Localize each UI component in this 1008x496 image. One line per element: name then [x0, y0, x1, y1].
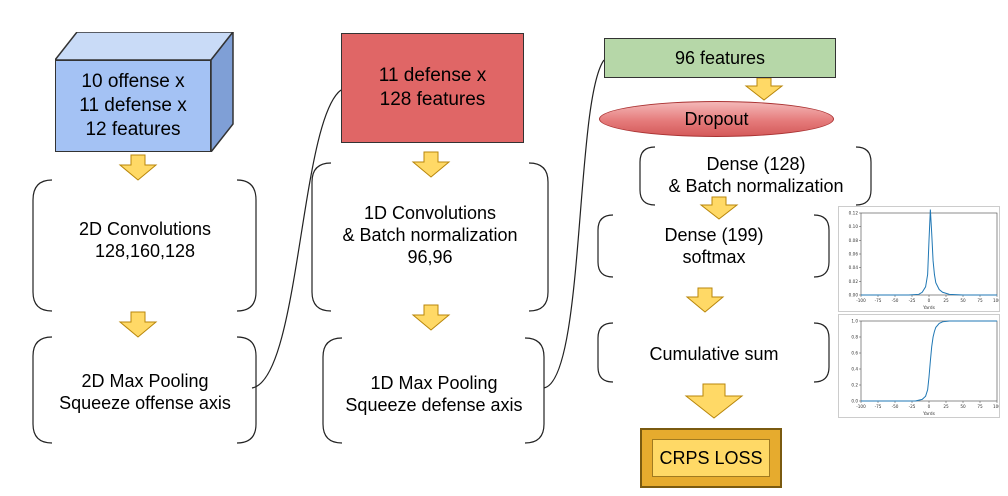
- y-tick-label: 1.0: [851, 319, 858, 324]
- maxpool2d-label: 2D Max Pooling Squeeze offense axis: [59, 371, 231, 413]
- group-dense128-brackets: [639, 146, 872, 206]
- x-tick-label: -50: [892, 298, 899, 303]
- x-tick-label: 50: [960, 298, 966, 303]
- group-cumsum-brackets: [597, 322, 830, 383]
- y-tick-label: 0.08: [849, 238, 859, 243]
- arrow-down-icon: [118, 154, 158, 181]
- y-tick-label: 0.02: [849, 279, 859, 284]
- dense199-label: Dense (199) softmax: [664, 225, 764, 267]
- x-tick-label: -100: [856, 404, 866, 409]
- x-tick-label: -75: [875, 298, 882, 303]
- x-tick-label: -25: [909, 404, 916, 409]
- input-cube-label: 10 offense x 11 defense x 12 features: [55, 60, 211, 152]
- maxpool1d-label: 1D Max Pooling Squeeze defense axis: [345, 373, 523, 415]
- arrow-down-icon: [118, 311, 158, 338]
- arrow-down-icon: [744, 77, 784, 101]
- dropout-label: Dropout: [684, 109, 749, 129]
- dense128-label: Dense (128) & Batch normalization: [668, 154, 844, 196]
- series-line: [861, 209, 997, 296]
- input-line-2: 11 defense x: [79, 95, 187, 116]
- input-line-3: 12 features: [85, 119, 181, 140]
- softmax-pdf-plot: -100 -75 -50 -25 0 25 50 75 100 0.00 0.02 0.04 0.06 0…: [838, 206, 1000, 312]
- x-tick-label: -75: [875, 404, 882, 409]
- x-tick-label: 50: [960, 404, 966, 409]
- x-tick-label: 0: [928, 404, 931, 409]
- x-tick-label: -25: [909, 298, 916, 303]
- cumsum-label: Cumulative sum: [649, 344, 779, 364]
- y-tick-label: 0.4: [851, 367, 858, 372]
- x-axis-label: Yards: [922, 411, 936, 417]
- y-tick-label: 0.0: [851, 399, 858, 404]
- arrow-down-icon: [685, 287, 725, 313]
- y-tick-label: 0.04: [849, 265, 859, 270]
- group-2d-conv-brackets: [32, 179, 257, 312]
- x-tick-label: 100: [993, 298, 1000, 303]
- x-tick-label: -50: [892, 404, 899, 409]
- group-1d-conv-brackets: [311, 162, 549, 312]
- x-axis-label: Yards: [922, 305, 936, 311]
- connector-col2-col3: [543, 59, 605, 389]
- y-tick-label: 0.12: [849, 211, 859, 216]
- x-tick-label: -100: [856, 298, 866, 303]
- dropout-pill: [599, 101, 834, 137]
- group-dense199-brackets: [597, 214, 830, 278]
- arrow-down-icon: [411, 151, 451, 178]
- conv2d-label: 2D Convolutions 128,160,128: [78, 219, 212, 261]
- crps-loss-box: [640, 428, 782, 488]
- plot-frame: [860, 320, 998, 402]
- input-cube-front: [55, 60, 211, 152]
- x-tick-label: 75: [977, 404, 983, 409]
- features-96-label: 96 features: [674, 48, 766, 68]
- defense-features-label: 11 defense x 128 features: [378, 65, 487, 110]
- crps-loss-label: CRPS LOSS: [659, 448, 763, 468]
- x-tick-label: 25: [943, 404, 949, 409]
- y-tick-label: 0.06: [849, 252, 859, 257]
- y-tick-label: 0.2: [851, 383, 858, 388]
- arrow-down-icon: [411, 304, 451, 331]
- x-tick-label: 100: [993, 404, 1000, 409]
- y-tick-label: 0.6: [851, 351, 858, 356]
- y-tick-label: 0.10: [849, 224, 859, 229]
- plot-frame: [860, 212, 998, 296]
- defense-features-box: [341, 33, 524, 143]
- group-1d-pool-brackets: [322, 337, 545, 444]
- arrow-down-icon: [684, 383, 744, 419]
- y-tick-label: 0.00: [849, 293, 859, 298]
- x-tick-label: 0: [928, 298, 931, 303]
- x-tick-label: 75: [977, 298, 983, 303]
- group-2d-pool-brackets: [32, 336, 257, 444]
- input-line-1: 10 offense x: [81, 71, 185, 92]
- crps-loss-inner: [652, 439, 770, 477]
- series-line: [861, 320, 997, 402]
- connector-col1-col2: [251, 89, 342, 389]
- y-tick-label: 0.8: [851, 335, 858, 340]
- arrow-down-icon: [699, 196, 739, 220]
- cumulative-cdf-plot: -100 -75 -50 -25 0 25 50 75 100 0.0 0.2 0.4 0.6 0.8 1.…: [838, 314, 1000, 418]
- features-96-box: [604, 38, 836, 78]
- conv1d-label: 1D Convolutions & Batch normalization 96…: [342, 203, 518, 267]
- x-tick-label: 25: [943, 298, 949, 303]
